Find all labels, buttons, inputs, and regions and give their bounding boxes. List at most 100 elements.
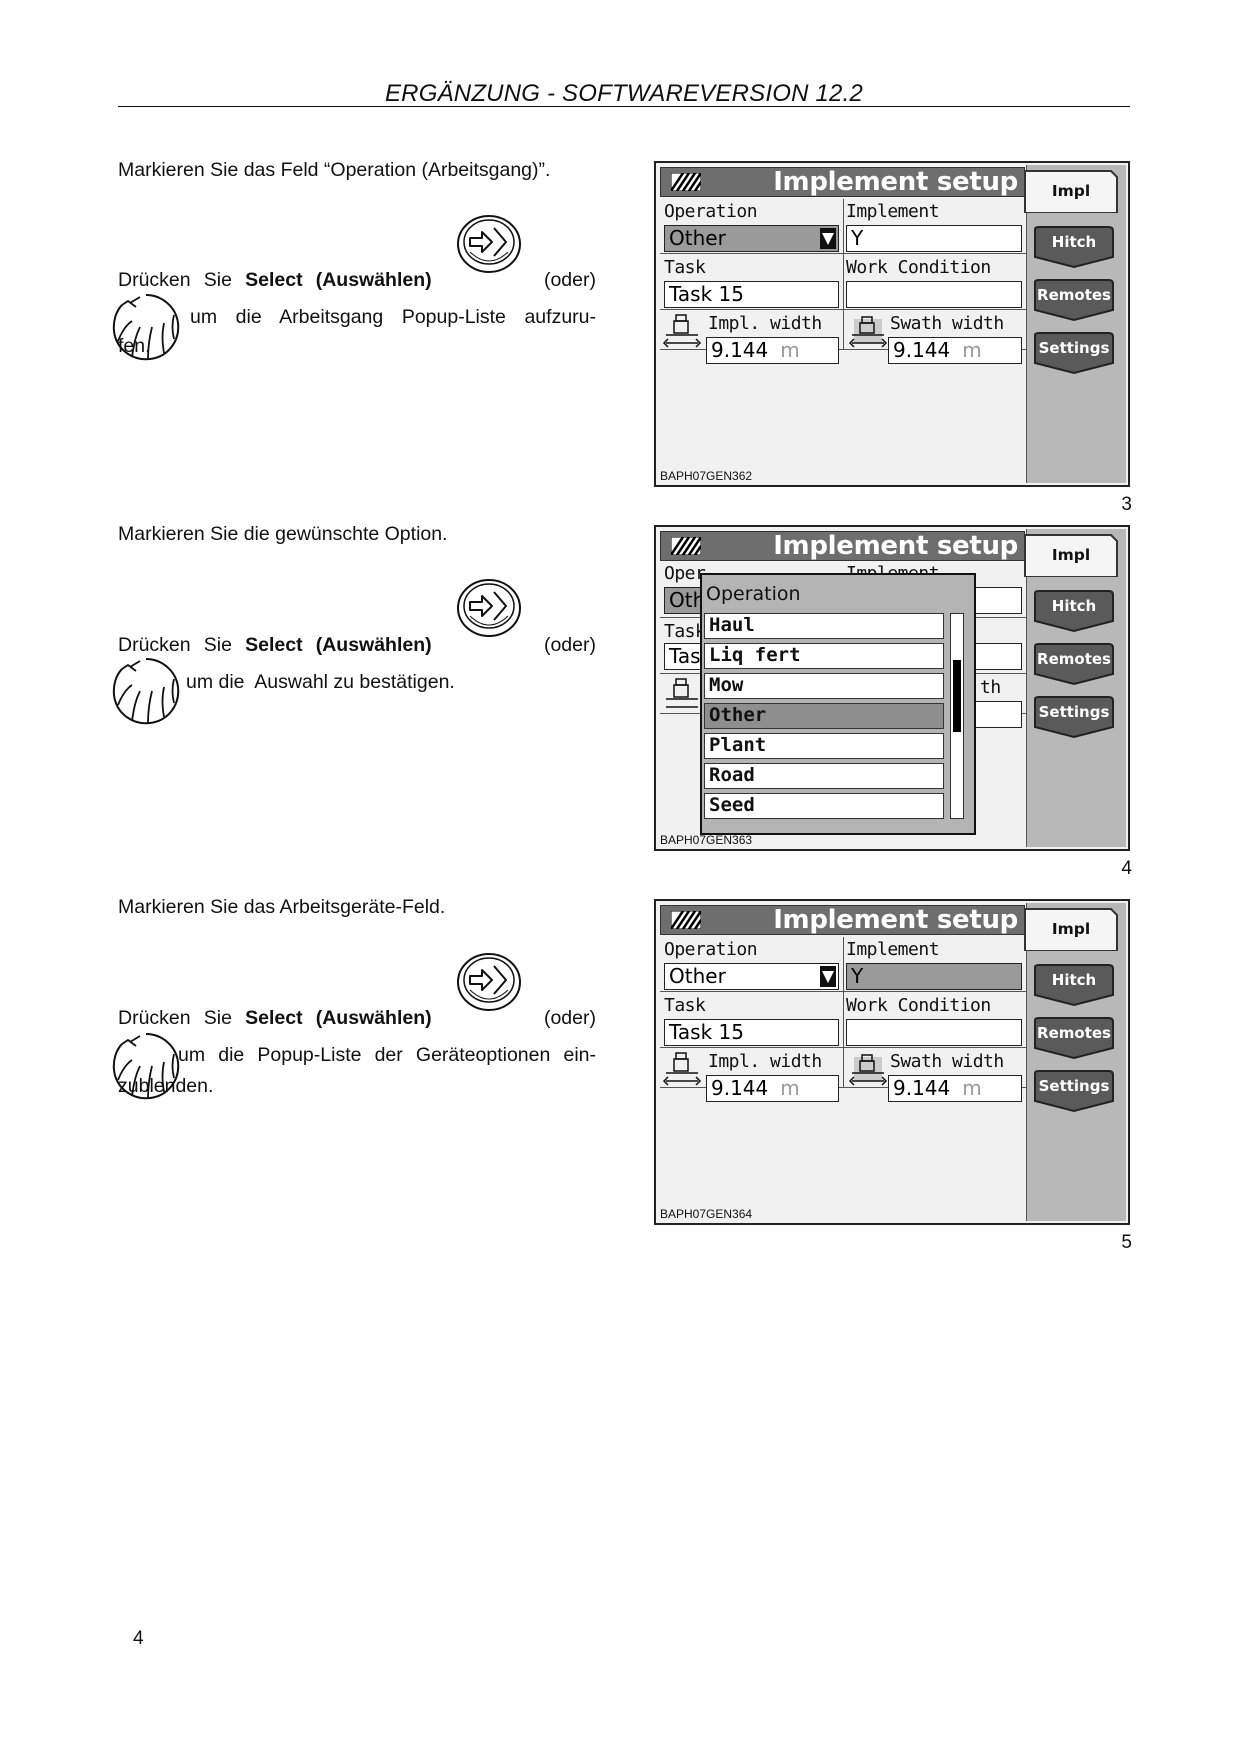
section-3-press-line: Drücken Sie Select (Auswählen) (oder) (118, 1007, 596, 1029)
work-condition-field[interactable] (846, 281, 1022, 308)
section-2-press-line: Drücken Sie Select (Auswählen) (oder) (118, 634, 596, 656)
section-2-instruction: Drücken Sie Select (Auswählen) (oder) um… (118, 627, 596, 701)
swath-width-label: Swath width (890, 313, 1004, 334)
section-1-press-line: Drücken Sie Select (Auswählen) (oder) (118, 269, 596, 291)
tab-impl[interactable]: Impl (1023, 169, 1119, 213)
tab-hitch[interactable]: Hitch (1033, 589, 1115, 633)
tab-settings[interactable]: Settings (1033, 331, 1115, 375)
header-rule (118, 106, 1130, 107)
figure-caption: BAPH07GEN364 (660, 1207, 753, 1221)
dropdown-arrow-icon (820, 966, 836, 987)
header-title: ERGÄNZUNG - SOFTWAREVERSION 12.2 (384, 80, 864, 107)
implement-field[interactable]: Y (846, 963, 1022, 990)
task-label: Task (664, 257, 706, 278)
figure-number: 4 (1121, 858, 1132, 879)
popup-scrollbar[interactable] (950, 613, 964, 819)
popup-item-liq-fert[interactable]: Liq fert (704, 643, 944, 669)
section-2-action-line1: um die Auswahl zu bestätigen. (186, 671, 455, 693)
work-condition-field[interactable] (846, 1019, 1022, 1046)
tab-remotes[interactable]: Remotes (1033, 278, 1115, 322)
operation-label: Operation (664, 939, 758, 960)
popup-item-other[interactable]: Other (704, 703, 944, 729)
implement-setup-screen-3: Implement setup Impl Hitch Remotes Setti… (654, 899, 1130, 1225)
tab-panel: Impl Hitch Remotes Settings (1023, 529, 1126, 847)
implement-width-icon (666, 678, 698, 708)
tab-remotes[interactable]: Remotes (1033, 1016, 1115, 1060)
tab-hitch[interactable]: Hitch (1033, 225, 1115, 269)
operation-label: Operation (664, 201, 758, 222)
swath-width-icon (848, 1054, 888, 1086)
implement-width-icon (662, 1052, 702, 1086)
rotary-knob-icon (112, 1033, 180, 1100)
section-1-instruction: Drücken Sie Select (Auswählen) (oder) um… (118, 262, 596, 365)
tab-impl[interactable]: Impl (1023, 533, 1119, 577)
screen-title: Implement setup (773, 167, 1018, 197)
hatched-logo-icon (671, 911, 701, 929)
figure-number: 3 (1121, 494, 1132, 515)
screen-title-bar: Implement setup (660, 905, 1025, 935)
section-1-intro: Markieren Sie das Feld “Operation (Arbei… (118, 159, 551, 181)
operation-label-partial: Oper (664, 563, 706, 584)
page-number: 4 (133, 1628, 144, 1649)
implement-width-icon (662, 314, 702, 348)
section-3-action-line1: um die Popup-Liste der Geräteoptionen ei… (178, 1044, 596, 1066)
impl-width-label: Impl. width (708, 1051, 822, 1072)
swath-width-icon (848, 316, 888, 348)
hatched-logo-icon (671, 173, 701, 191)
rotary-knob-icon (112, 658, 180, 725)
section-1-action-line1: um die Arbeitsgang Popup-Liste aufzuru- (190, 306, 596, 328)
screen-title: Implement setup (773, 905, 1018, 935)
implement-label: Implement (846, 201, 940, 222)
work-condition-label: Work Condition (846, 995, 991, 1016)
section-3-intro: Markieren Sie das Arbeitsgeräte-Feld. (118, 896, 446, 918)
popup-item-haul[interactable]: Haul (704, 613, 944, 639)
dropdown-arrow-icon (820, 228, 836, 249)
implement-setup-screen-1: Implement setup Impl Hitch Remotes Setti… (654, 161, 1130, 487)
popup-item-seed[interactable]: Seed (704, 793, 944, 819)
scrollbar-thumb[interactable] (953, 660, 961, 732)
tab-settings[interactable]: Settings (1033, 695, 1115, 739)
screen-title: Implement setup (773, 531, 1018, 561)
implement-setup-screen-2: Implement setup Impl Hitch Remotes Setti… (654, 525, 1130, 851)
section-3-instruction: Drücken Sie Select (Auswählen) (oder) um… (118, 1000, 596, 1105)
select-button-icon (457, 953, 521, 1011)
select-button-icon (457, 215, 521, 273)
tab-settings[interactable]: Settings (1033, 1069, 1115, 1113)
implement-label: Implement (846, 939, 940, 960)
popup-title: Operation (706, 583, 801, 605)
tab-hitch[interactable]: Hitch (1033, 963, 1115, 1007)
section-2-intro: Markieren Sie die gewünschte Option. (118, 523, 448, 545)
tab-panel: Impl Hitch Remotes Settings (1023, 165, 1126, 483)
popup-item-road[interactable]: Road (704, 763, 944, 789)
task-field[interactable]: Task 15 (664, 281, 839, 308)
tab-impl[interactable]: Impl (1023, 907, 1119, 951)
operation-dropdown[interactable]: Other (664, 963, 839, 990)
figure-caption: BAPH07GEN362 (660, 469, 753, 483)
tab-remotes[interactable]: Remotes (1033, 642, 1115, 686)
operation-popup-list: Operation Haul Liq fert Mow Other Plant … (700, 573, 976, 835)
screen-title-bar: Implement setup (660, 531, 1025, 561)
popup-item-mow[interactable]: Mow (704, 673, 944, 699)
task-label-partial: Task (664, 621, 706, 642)
impl-width-label: Impl. width (708, 313, 822, 334)
swath-width-label: Swath width (890, 1051, 1004, 1072)
rotary-knob-icon (112, 294, 180, 361)
tab-panel: Impl Hitch Remotes Settings (1023, 903, 1126, 1221)
select-button-icon (457, 579, 521, 637)
popup-item-plant[interactable]: Plant (704, 733, 944, 759)
task-field[interactable]: Task 15 (664, 1019, 839, 1046)
work-condition-label: Work Condition (846, 257, 991, 278)
hatched-logo-icon (671, 537, 701, 555)
swath-label-partial: th (980, 677, 1001, 698)
figure-caption: BAPH07GEN363 (660, 833, 753, 847)
screen-title-bar: Implement setup (660, 167, 1025, 197)
operation-dropdown[interactable]: Other (664, 225, 839, 252)
section-3-action-line2: zublenden. (118, 1075, 214, 1097)
task-label: Task (664, 995, 706, 1016)
figure-number: 5 (1121, 1232, 1132, 1253)
implement-field[interactable]: Y (846, 225, 1022, 252)
